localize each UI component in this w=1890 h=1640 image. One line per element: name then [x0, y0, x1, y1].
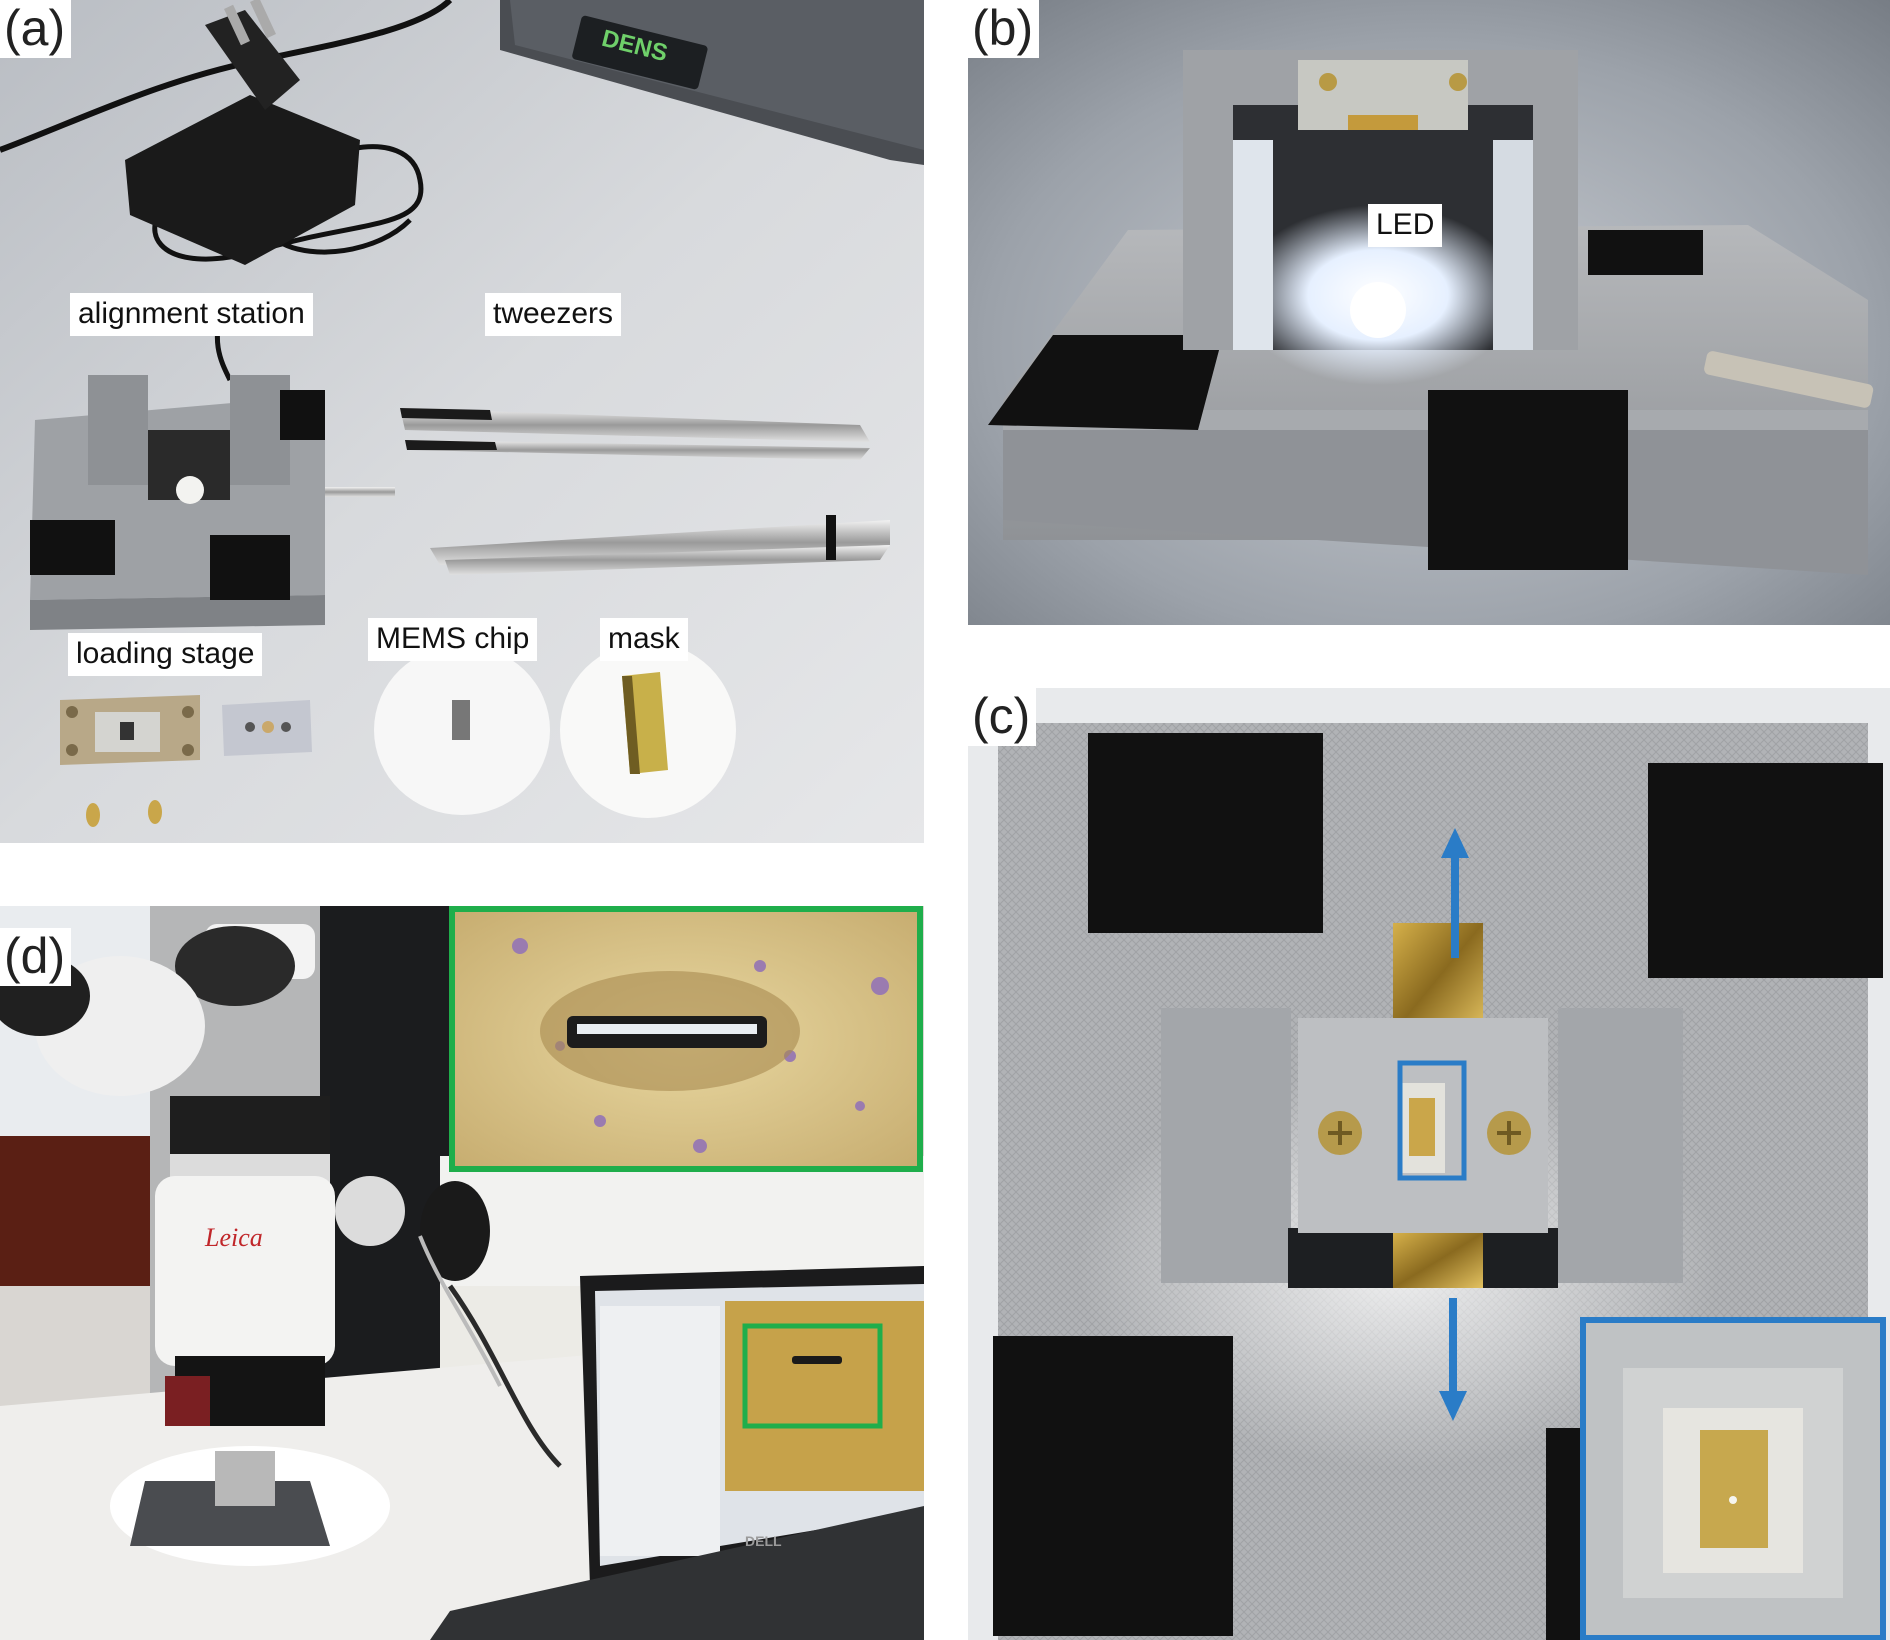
- panel-d-label: (d): [0, 928, 72, 986]
- leica-logo: Leica: [204, 1223, 263, 1252]
- loading-stage-label: loading stage: [68, 633, 263, 676]
- tweezers-pair-1: [400, 408, 870, 460]
- stereo-microscope: Leica: [0, 924, 490, 1566]
- dell-logo: DELL: [745, 1533, 782, 1549]
- tweezers-pair-2: [430, 515, 890, 575]
- panel-a-label: (a): [0, 0, 72, 58]
- panel-d-photo: Leica DELL: [0, 906, 924, 1640]
- black-tape-left: [988, 335, 1223, 430]
- chip-highlight-box: [1397, 1060, 1467, 1181]
- alignment-station-device: [30, 375, 395, 630]
- mask-strip-bottom: [1393, 1233, 1483, 1288]
- panel-b-photo: (b) LED: [968, 0, 1890, 625]
- panel-c-label: (c): [968, 688, 1037, 746]
- dens-logo-badge: [572, 15, 708, 90]
- alignment-station-label: alignment station: [70, 293, 313, 336]
- laptop-screen-live-view: [725, 1301, 924, 1491]
- arrow-up-icon: [1441, 828, 1469, 958]
- mems-chip-label: MEMS chip: [368, 618, 538, 661]
- arrow-down-icon: [1439, 1298, 1467, 1421]
- panel-c-photo: (c): [968, 688, 1890, 1640]
- panel-b-label: (b): [968, 0, 1040, 58]
- panel-a-scene: DENS: [0, 0, 924, 843]
- loading-stage-parts: [60, 695, 312, 827]
- mask-label: mask: [600, 618, 688, 661]
- panel-b-scene: [968, 0, 1890, 625]
- adjust-screw: [1704, 351, 1874, 408]
- zoom-inset-chip: [1580, 1317, 1886, 1640]
- mems-chip: [452, 700, 470, 740]
- screen-highlight-box: [742, 1323, 883, 1429]
- mask-strip-top: [1393, 923, 1483, 1033]
- black-tape-bottom-left: [993, 1336, 1233, 1636]
- zoom-inset-live-view: [449, 906, 923, 1172]
- tweezers-label: tweezers: [485, 293, 622, 336]
- led-label: LED: [1368, 204, 1443, 247]
- side-block-left: [1161, 1008, 1291, 1283]
- black-tape-top-left: [1088, 733, 1323, 933]
- panel-c-scene: [968, 688, 1890, 1640]
- laptop: DELL: [430, 1266, 924, 1640]
- power-adapter: [125, 95, 360, 265]
- side-block-right: [1558, 1008, 1683, 1283]
- black-tape-front: [1428, 390, 1628, 570]
- panel-d-scene: Leica DELL: [0, 906, 924, 1640]
- panel-a-photo: DENS: [0, 0, 924, 843]
- black-tape-top-right: [1648, 763, 1883, 978]
